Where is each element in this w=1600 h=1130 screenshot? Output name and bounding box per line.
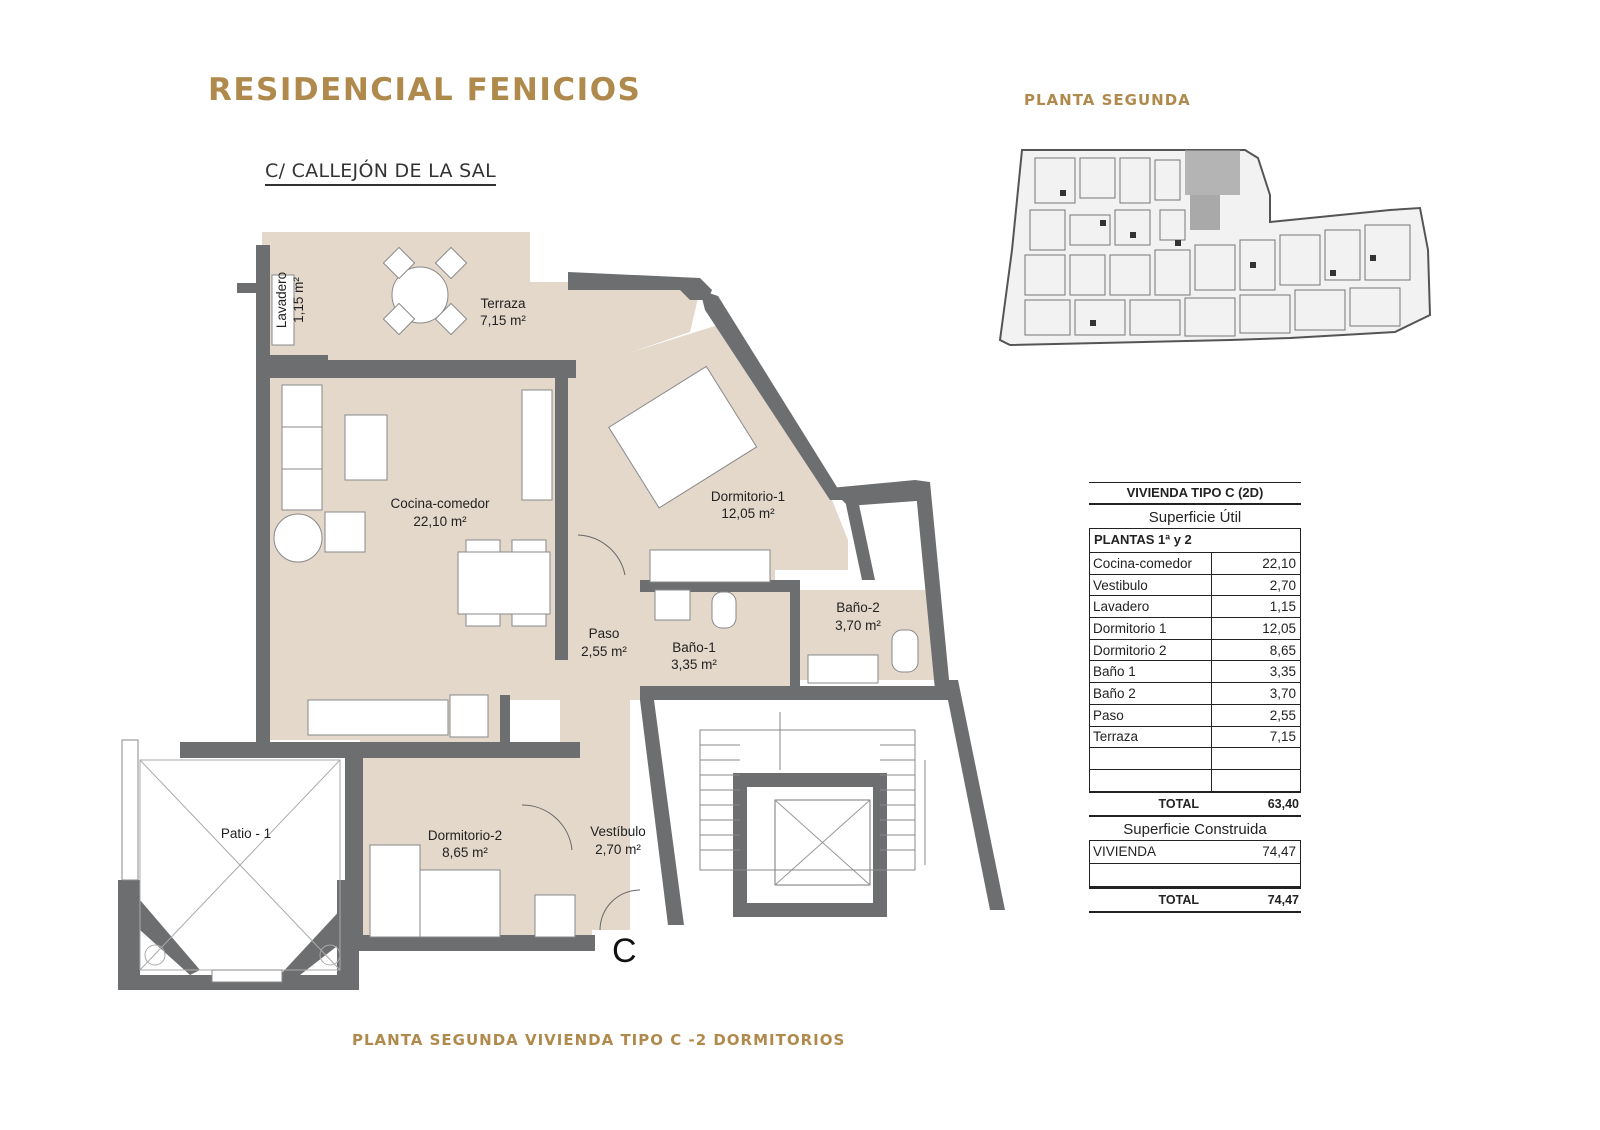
table-title: VIVIENDA TIPO C (2D) bbox=[1089, 482, 1301, 505]
useful-total-row: TOTAL 63,40 bbox=[1089, 793, 1301, 817]
unit-letter: C bbox=[612, 932, 637, 970]
floor-areas bbox=[262, 232, 940, 940]
cocina-area: 22,10 m² bbox=[413, 514, 467, 529]
built-total-label: TOTAL bbox=[1158, 892, 1199, 907]
dormitorio2-name: Dormitorio-2 bbox=[428, 828, 502, 843]
paso-area: 2,55 m² bbox=[581, 644, 627, 659]
bano2-name: Baño-2 bbox=[836, 600, 880, 615]
floor-plan-header: PLANTA SEGUNDA bbox=[1024, 91, 1191, 109]
terraza-area: 7,15 m² bbox=[480, 313, 526, 328]
table-row-empty bbox=[1090, 864, 1300, 887]
patio-area bbox=[121, 739, 341, 983]
built-surface-label: Superficie Construida bbox=[1123, 820, 1267, 838]
cocina-name: Cocina-comedor bbox=[390, 496, 490, 511]
floors-label: PLANTAS 1ª y 2 bbox=[1090, 529, 1300, 553]
patio-name: Patio - 1 bbox=[221, 826, 271, 841]
vestibulo-name: Vestíbulo bbox=[590, 824, 646, 839]
lavadero-area: 1,15 m² bbox=[291, 277, 306, 323]
bano1-name: Baño-1 bbox=[672, 640, 716, 655]
table-row-empty bbox=[1090, 748, 1300, 770]
walls bbox=[118, 245, 1005, 990]
staircase bbox=[699, 712, 926, 871]
elevator-shaft bbox=[733, 773, 887, 917]
door-swings bbox=[521, 534, 641, 931]
useful-surface-label: Superficie Útil bbox=[1148, 509, 1242, 526]
vestibulo-area: 2,70 m² bbox=[595, 842, 641, 857]
street-name: C/ CALLEJÓN DE LA SAL bbox=[265, 160, 496, 186]
dormitorio1-area: 12,05 m² bbox=[721, 506, 775, 521]
footer-caption: PLANTA SEGUNDA VIVIENDA TIPO C -2 DORMIT… bbox=[352, 1031, 846, 1049]
bano2-area: 3,70 m² bbox=[835, 618, 881, 633]
key-plan-thumbnail bbox=[998, 149, 1432, 347]
lavadero-name: Lavadero bbox=[274, 272, 289, 328]
surface-table: VIVIENDA TIPO C (2D) Superficie Útil PLA… bbox=[1089, 482, 1301, 913]
built-total-row: TOTAL 74,47 bbox=[1089, 886, 1301, 913]
page-title: RESIDENCIAL FENICIOS bbox=[208, 72, 642, 108]
terraza-name: Terraza bbox=[480, 296, 526, 311]
bano1-area: 3,35 m² bbox=[671, 657, 717, 672]
useful-total-label: TOTAL bbox=[1158, 796, 1199, 811]
useful-total-value: 63,40 bbox=[1267, 796, 1299, 811]
built-total-value: 74,47 bbox=[1267, 892, 1299, 907]
dormitorio2-area: 8,65 m² bbox=[442, 845, 488, 860]
paso-name: Paso bbox=[589, 626, 620, 641]
furniture bbox=[271, 246, 919, 938]
dormitorio1-name: Dormitorio-1 bbox=[711, 489, 785, 504]
table-row-empty bbox=[1090, 769, 1300, 792]
